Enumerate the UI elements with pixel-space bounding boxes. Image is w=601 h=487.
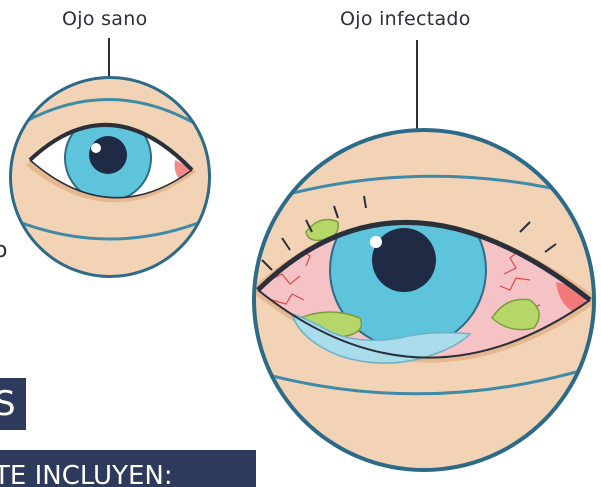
- heading-band-top: S: [0, 378, 26, 430]
- healthy-eye: [0, 60, 230, 300]
- infected-eye: [240, 120, 601, 480]
- heading-band-bottom: TE INCLUYEN:: [0, 450, 256, 487]
- cropped-text-fragment: o: [0, 238, 7, 263]
